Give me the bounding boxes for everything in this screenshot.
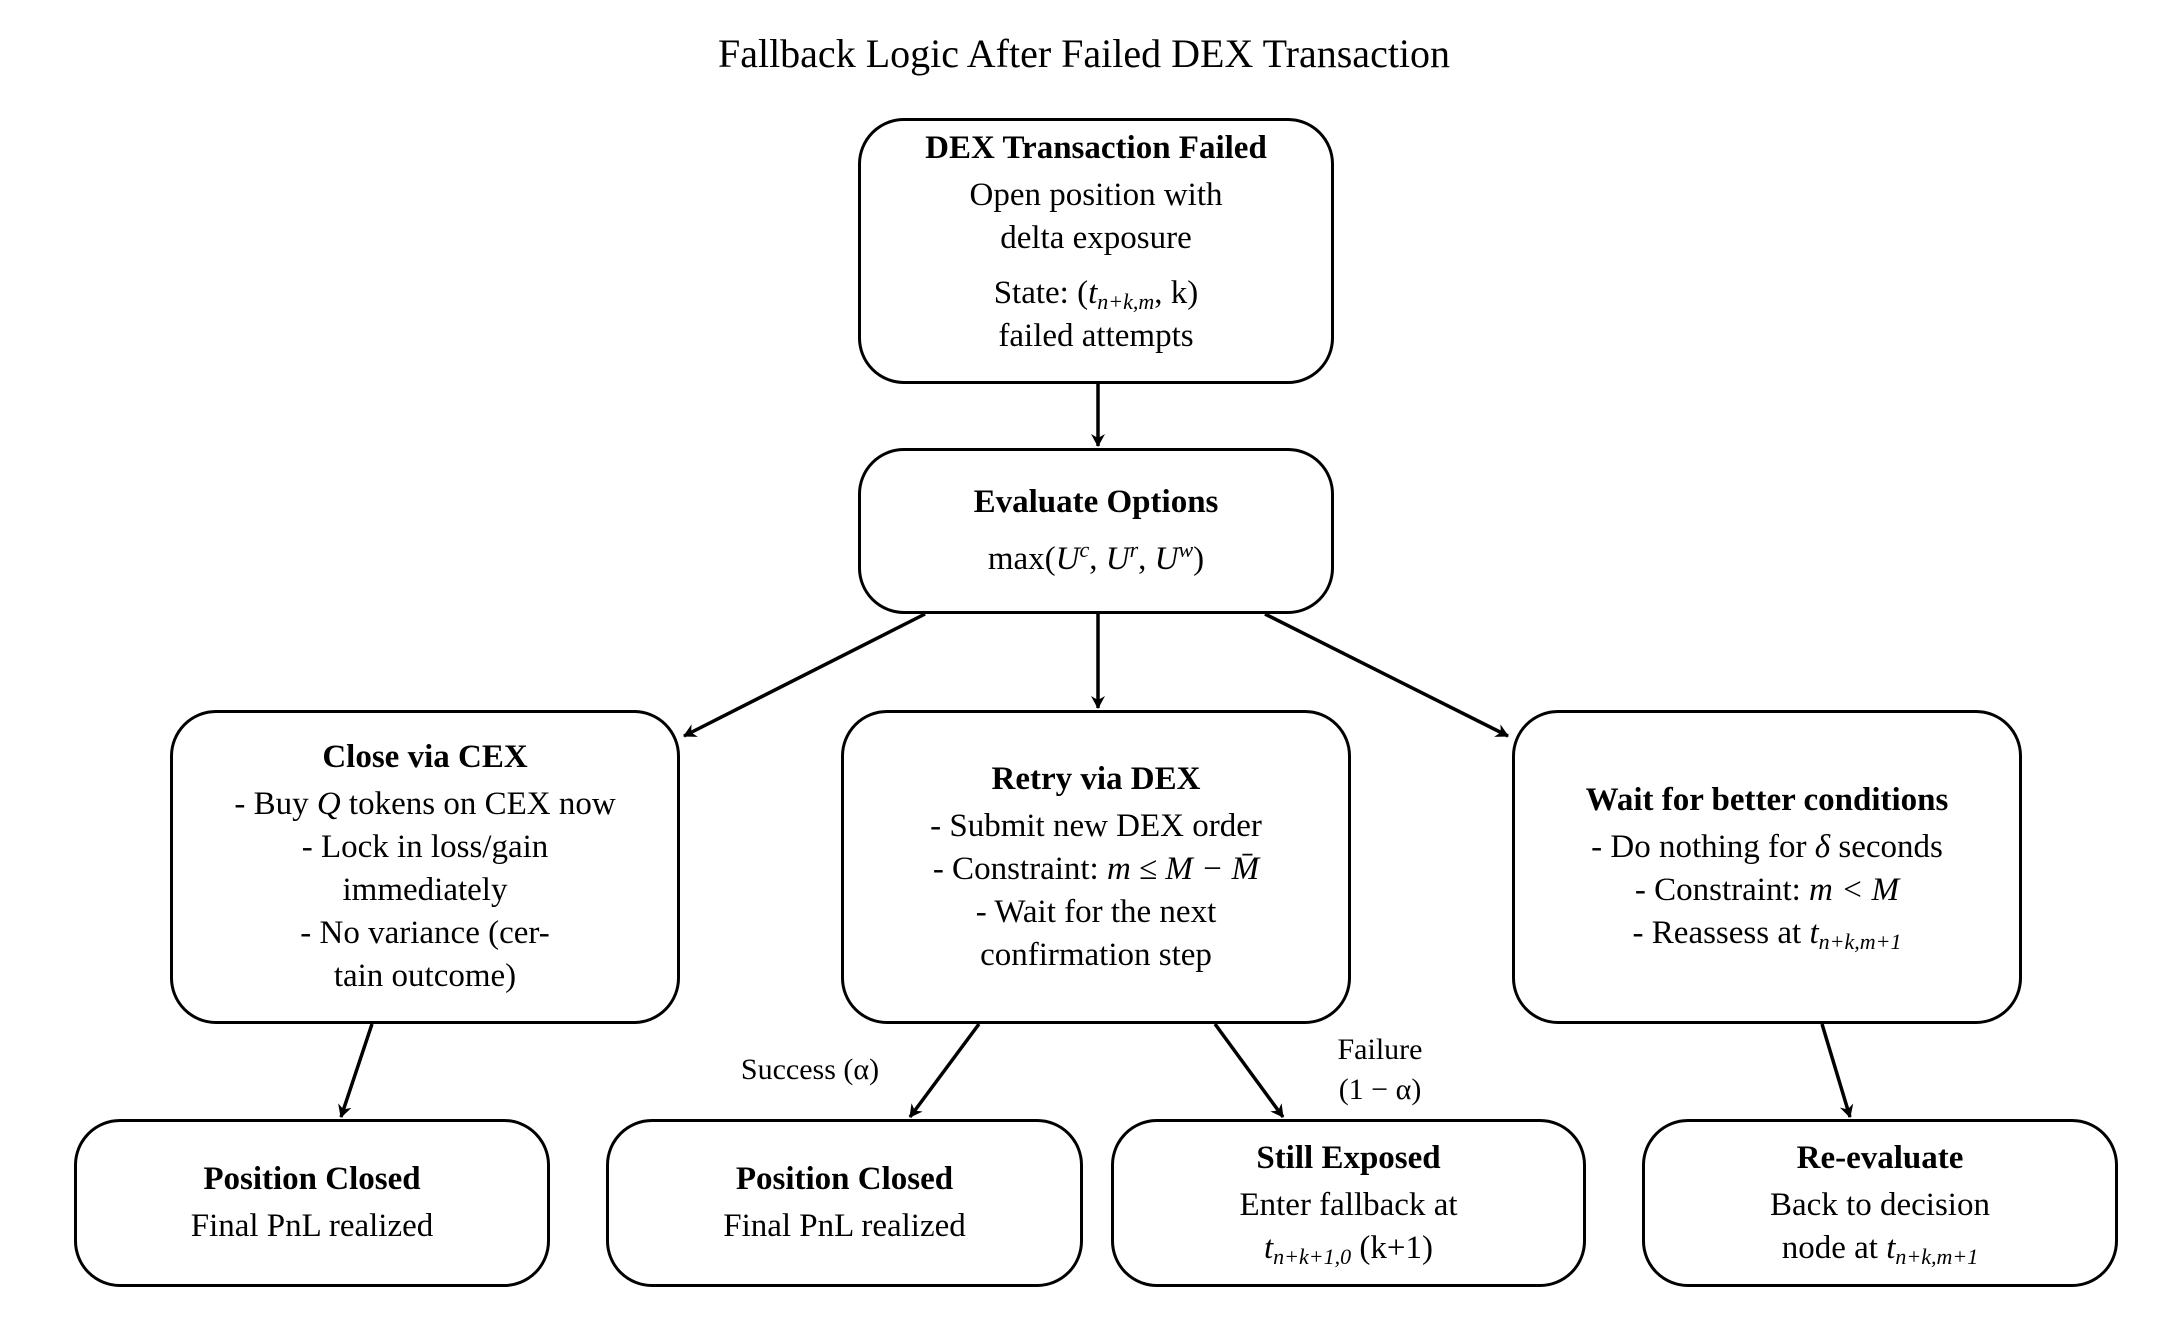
u-sup: r xyxy=(1129,537,1139,562)
node-text: - Wait for the next xyxy=(975,893,1217,930)
node-heading: DEX Transaction Failed xyxy=(925,130,1267,166)
node-heading: Retry via DEX xyxy=(991,760,1201,797)
edge-label-failure: Failure (1 − α) xyxy=(1280,1030,1480,1110)
node-text: delta exposure xyxy=(1000,220,1192,256)
node-text: Enter fallback at xyxy=(1239,1186,1458,1223)
node-wait-for-better-conditions: Wait for better conditions - Do nothing … xyxy=(1512,710,2022,1024)
state-var: t xyxy=(1088,275,1098,311)
edge-label-success: Success (α) xyxy=(740,1053,880,1086)
node-re-evaluate: Re-evaluate Back to decision node at tn+… xyxy=(1642,1119,2118,1287)
text-part: - Do nothing for xyxy=(1591,829,1815,865)
node-text: - Reassess at tn+k,m+1 xyxy=(1633,912,1902,955)
text-part: tokens on CEX now xyxy=(340,786,616,822)
math-sub: n+k,m+1 xyxy=(1895,1243,1979,1269)
node-heading: Wait for better conditions xyxy=(1585,782,1949,818)
constraint-math: m < M xyxy=(1809,872,1900,908)
node-text: - Constraint: m ≤ M − M̄ xyxy=(933,848,1259,891)
math-var: δ xyxy=(1814,829,1831,865)
edge-arrow-close_cex-to-closed_cex xyxy=(338,1023,374,1118)
edge-arrow-wait-to-reevaluate xyxy=(1820,1023,1854,1118)
text-part: - Buy xyxy=(234,786,317,822)
node-dex-transaction-failed: DEX Transaction Failed Open position wit… xyxy=(858,118,1334,384)
node-text: - Lock in loss/gain xyxy=(301,829,549,865)
failure-label-line: Failure xyxy=(1337,1033,1423,1066)
math-sub: n+k+1,0 xyxy=(1273,1243,1352,1269)
u-var: U xyxy=(1105,541,1130,577)
text-part: - Constraint: xyxy=(1634,872,1810,908)
text-part: - Reassess at xyxy=(1632,915,1810,951)
node-heading: Re-evaluate xyxy=(1796,1139,1964,1176)
node-heading: Still Exposed xyxy=(1256,1139,1441,1176)
node-text: - No variance (cer- xyxy=(300,915,550,951)
node-heading: Close via CEX xyxy=(322,739,528,775)
node-close-via-cex: Close via CEX - Buy Q tokens on CEX now … xyxy=(170,710,680,1024)
math-var: Q xyxy=(316,786,341,822)
u-sup: c xyxy=(1079,537,1090,562)
u-var: U xyxy=(1055,541,1080,577)
node-text: confirmation step xyxy=(980,936,1212,973)
node-text: tn+k+1,0 (k+1) xyxy=(1264,1227,1433,1270)
node-position-closed-dex: Position Closed Final PnL realized xyxy=(606,1119,1083,1287)
state-suffix: , k) xyxy=(1154,275,1199,311)
edge-arrow-retry_dex-to-still_exposed xyxy=(1213,1022,1285,1119)
node-position-closed-cex: Position Closed Final PnL realized xyxy=(74,1119,550,1287)
text-part: - Constraint: xyxy=(932,850,1107,887)
edge-arrow-retry_dex-to-closed_dex xyxy=(908,1022,981,1119)
node-heading: Position Closed xyxy=(203,1161,421,1197)
node-text: failed attempts xyxy=(998,318,1194,354)
node-text: Open position with xyxy=(969,177,1223,213)
node-heading: Position Closed xyxy=(735,1161,954,1197)
math-var: t xyxy=(1809,915,1819,951)
formula-prefix: max( xyxy=(987,541,1056,577)
node-text: - Constraint: m < M xyxy=(1635,869,1899,912)
node-text: immediately xyxy=(342,872,508,908)
node-text: - Submit new DEX order xyxy=(930,807,1262,844)
math-var: t xyxy=(1886,1229,1896,1266)
node-evaluate-options: Evaluate Options max(Uc, Ur, Uw) xyxy=(858,448,1334,614)
node-text: Final PnL realized xyxy=(190,1208,434,1244)
edge-arrow-evaluate-to-close_cex xyxy=(683,612,926,738)
state-sub: n+k,m xyxy=(1097,289,1155,314)
edge-arrow-evaluate-to-wait xyxy=(1264,612,1509,738)
state-formula: State: (tn+k,m, k) xyxy=(994,272,1199,315)
node-still-exposed: Still Exposed Enter fallback at tn+k+1,0… xyxy=(1111,1119,1586,1287)
u-sup: w xyxy=(1178,537,1194,562)
text-part: (k+1) xyxy=(1351,1229,1433,1266)
node-text: tain outcome) xyxy=(333,958,517,994)
node-text: Final PnL realized xyxy=(723,1208,966,1244)
math-sub: n+k,m+1 xyxy=(1818,929,1902,954)
math-var: t xyxy=(1264,1229,1274,1266)
node-text: Back to decision xyxy=(1770,1186,1990,1223)
constraint-math: m ≤ M − M̄ xyxy=(1106,850,1260,887)
node-text: - Buy Q tokens on CEX now xyxy=(234,783,615,826)
u-var: U xyxy=(1154,541,1179,577)
text-part: node at xyxy=(1781,1229,1887,1266)
utility-formula: max(Uc, Ur, Uw) xyxy=(987,537,1205,577)
node-retry-via-dex: Retry via DEX - Submit new DEX order - C… xyxy=(841,710,1351,1024)
state-prefix: State: ( xyxy=(993,275,1089,311)
text-part: seconds xyxy=(1830,829,1943,865)
node-text: node at tn+k,m+1 xyxy=(1782,1227,1978,1270)
failure-label-line: (1 − α) xyxy=(1338,1073,1422,1106)
node-heading: Evaluate Options xyxy=(973,484,1219,520)
node-text: - Do nothing for δ seconds xyxy=(1591,826,1943,869)
diagram-title: Fallback Logic After Failed DEX Transact… xyxy=(717,31,1451,76)
formula-suffix: ) xyxy=(1193,541,1205,577)
